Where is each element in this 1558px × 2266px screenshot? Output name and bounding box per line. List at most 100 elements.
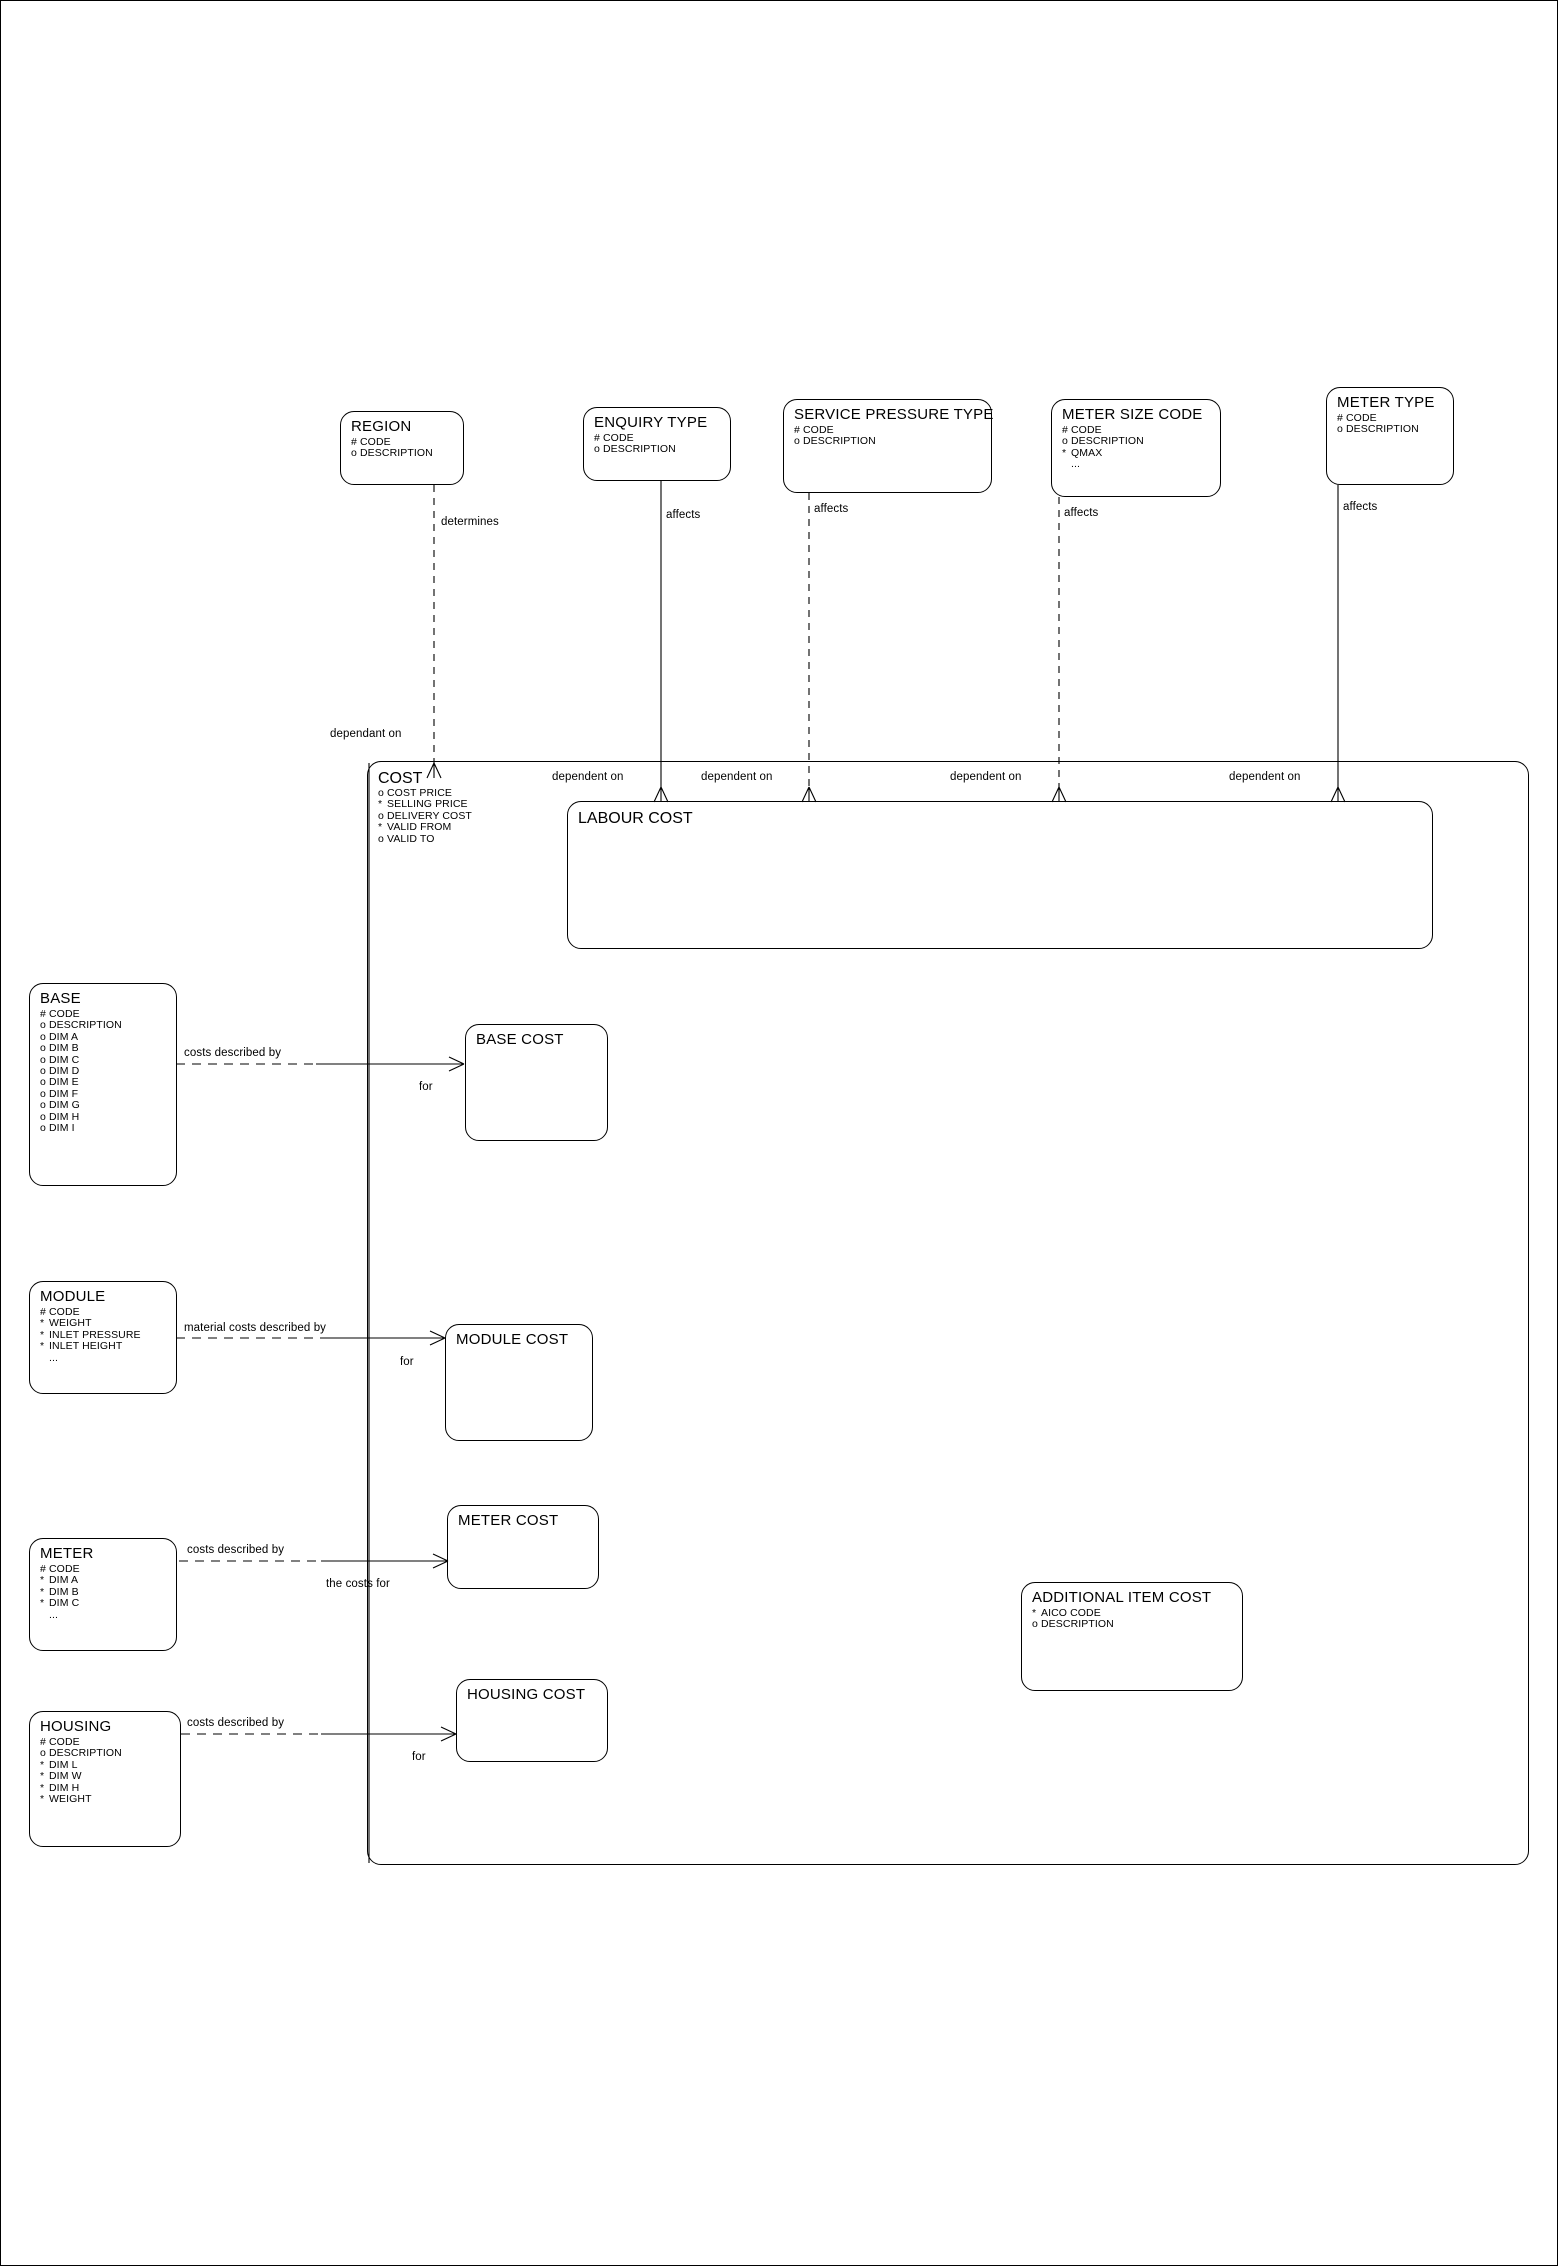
entity-name: METER TYPE: [1337, 394, 1435, 411]
attribute-row: ...: [40, 1352, 168, 1364]
label-base-for: for: [419, 1081, 433, 1093]
attribute-label: DIM G: [49, 1099, 80, 1112]
attribute-label: CODE: [603, 432, 634, 444]
attribute-marker: *: [378, 798, 383, 811]
attribute-marker: o: [594, 443, 600, 456]
attribute-marker: *: [40, 1574, 45, 1587]
attribute-marker: *: [40, 1317, 45, 1330]
entity-housing-cost[interactable]: HOUSING COST: [456, 1679, 608, 1762]
entity-module[interactable]: MODULE #CODE*WEIGHT*INLET PRESSURE*INLET…: [29, 1281, 177, 1394]
attribute-label: CODE: [1346, 412, 1377, 424]
attribute-marker: o: [40, 1110, 46, 1123]
entity-module-cost[interactable]: MODULE COST: [445, 1324, 593, 1441]
attribute-label: DESCRIPTION: [49, 1747, 122, 1760]
attribute-row: * WEIGHT: [40, 1317, 168, 1330]
attribute-label: CODE: [803, 424, 834, 436]
entity-meter-cost[interactable]: METER COST: [447, 1505, 599, 1589]
attribute-label: INLET PRESSURE: [49, 1328, 141, 1341]
attribute-marker: o: [378, 787, 384, 799]
attribute-label: DIM B: [49, 1585, 79, 1598]
entity-name: BASE: [40, 990, 81, 1007]
attribute-marker: o: [378, 809, 384, 822]
attribute-label: DIM E: [49, 1076, 79, 1089]
attribute-label: SELLING PRICE: [387, 798, 468, 811]
attribute-row: #CODE: [40, 1736, 172, 1748]
attribute-marker: o: [40, 1019, 46, 1032]
attribute-label: DIM L: [49, 1758, 78, 1771]
label-meter-costs-described-by: costs described by: [187, 1544, 285, 1556]
attribute-label: DESCRIPTION: [603, 443, 676, 456]
attribute-marker: *: [1062, 446, 1067, 459]
attribute-marker: *: [1032, 1607, 1037, 1619]
attribute-label: CODE: [49, 1563, 80, 1575]
attribute-list: #CODE*DIM A*DIM B*DIM C...: [40, 1563, 168, 1621]
entity-labour-cost[interactable]: LABOUR COST: [567, 801, 1433, 949]
attribute-label: DESCRIPTION: [360, 447, 433, 460]
attribute-marker: o: [40, 1747, 46, 1760]
attribute-marker: o: [40, 1099, 46, 1112]
entity-name: METER: [40, 1545, 94, 1562]
attribute-label: DIM C: [49, 1053, 80, 1066]
attribute-label: WEIGHT: [49, 1317, 92, 1330]
crowsfoot-enquiry-labour: [653, 786, 669, 803]
attribute-label: DIM W: [49, 1770, 82, 1783]
attribute-marker: *: [40, 1770, 45, 1783]
entity-base-cost[interactable]: BASE COST: [465, 1024, 608, 1141]
attribute-marker: *: [40, 1597, 45, 1610]
attribute-marker: #: [1062, 424, 1068, 436]
attribute-row: #CODE: [1062, 424, 1212, 436]
attribute-label: DELIVERY COST: [387, 809, 472, 822]
attribute-row: *DIM A: [40, 1574, 168, 1587]
attribute-marker: *: [40, 1781, 45, 1794]
attribute-label: DIM F: [49, 1087, 79, 1100]
label-determines: determines: [441, 516, 499, 528]
attribute-marker: o: [40, 1065, 46, 1078]
attribute-label: DIM B: [49, 1042, 79, 1055]
entity-name: MODULE: [40, 1288, 106, 1305]
entity-meter[interactable]: METER #CODE*DIM A*DIM B*DIM C...: [29, 1538, 177, 1651]
attribute-label: CODE: [49, 1008, 80, 1020]
attribute-row: * AICO CODE: [1032, 1607, 1234, 1619]
label-module-for: for: [400, 1356, 414, 1368]
attribute-row: #CODE: [1337, 412, 1445, 424]
label-meter-the-costs-for: the costs for: [326, 1578, 390, 1590]
attribute-marker: o: [40, 1122, 46, 1135]
attribute-marker: o: [40, 1087, 46, 1100]
attribute-label: AICO CODE: [1041, 1607, 1101, 1619]
attribute-marker: *: [40, 1758, 45, 1771]
label-affects-metersize: affects: [1064, 507, 1099, 519]
attribute-marker: *: [378, 821, 383, 834]
attribute-marker: o: [1032, 1618, 1038, 1631]
attribute-label: ...: [49, 1608, 59, 1621]
entity-name: COST: [378, 770, 423, 787]
attribute-row: #CODE: [40, 1008, 168, 1020]
attribute-row: *DIM C: [40, 1597, 168, 1610]
attribute-list: #CODE*WEIGHT*INLET PRESSURE*INLET HEIGHT…: [40, 1306, 168, 1364]
entity-name: METER COST: [458, 1512, 559, 1529]
crowsfoot-base-cost: [448, 1056, 465, 1072]
attribute-marker: o: [1062, 435, 1068, 448]
entity-name: BASE COST: [476, 1031, 564, 1048]
